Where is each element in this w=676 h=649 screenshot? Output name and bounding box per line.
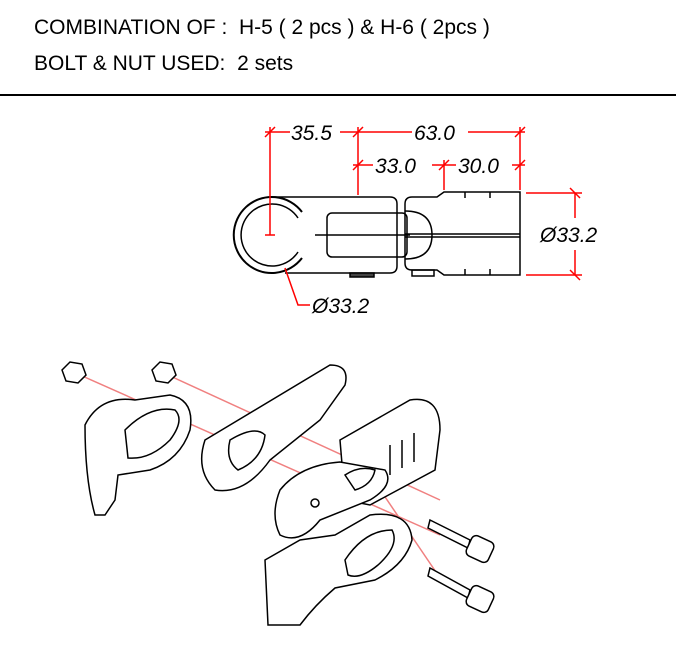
dim-diameter-left: Ø33.2 — [311, 295, 370, 318]
dim-offset: 35.5 — [291, 122, 332, 145]
combination-value: H-5 ( 2 pcs ) & H-6 ( 2pcs ) — [238, 16, 490, 39]
nut-icon — [61, 361, 87, 384]
combination-line: COMBINATION OF : H-5 ( 2 pcs ) & H-6 ( 2… — [34, 16, 490, 40]
header-divider — [0, 94, 676, 96]
combination-label: COMBINATION OF : — [34, 16, 228, 39]
dim-right-length: 30.0 — [458, 155, 499, 178]
bolt-icon — [427, 566, 495, 614]
bolt-value: 2 sets — [237, 52, 294, 75]
dim-left-length: 33.0 — [375, 155, 416, 178]
bolt-line: BOLT & NUT USED: 2 sets — [34, 52, 293, 76]
exploded-view — [61, 361, 495, 626]
dimension-lines — [264, 126, 582, 306]
bolt-label: BOLT & NUT USED: — [34, 52, 226, 75]
dim-total-length: 63.0 — [414, 122, 455, 145]
nut-icon — [151, 361, 177, 384]
dim-diameter-right: Ø33.2 — [539, 224, 598, 247]
bolt-icon — [427, 518, 495, 564]
side-view — [232, 191, 521, 278]
